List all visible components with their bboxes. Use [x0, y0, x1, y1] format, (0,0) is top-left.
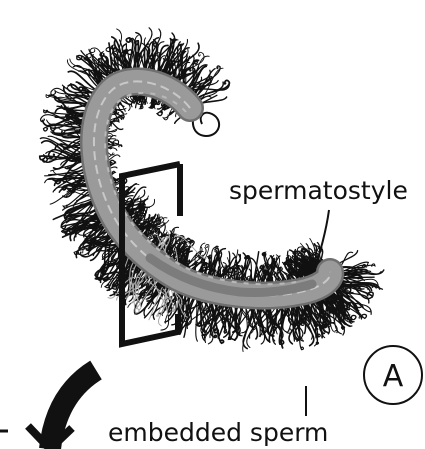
embedded-sperm-label: embedded sperm	[108, 418, 328, 447]
panel-label: A	[383, 359, 404, 394]
curved-arrow	[28, 370, 96, 449]
spermatostyle-label: spermatostyle	[229, 176, 408, 205]
